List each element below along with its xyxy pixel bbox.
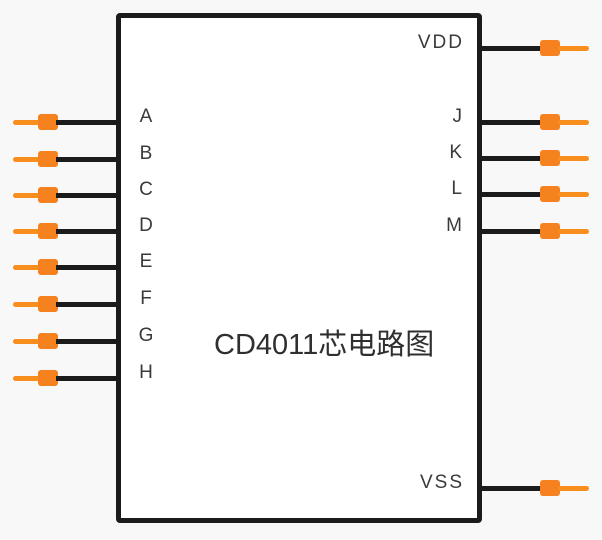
pin-connector xyxy=(540,223,560,239)
pin-connector xyxy=(38,223,58,239)
pin-label-vss: VSS xyxy=(419,472,464,493)
pin-label-b: B xyxy=(139,143,153,164)
pin-label-a: A xyxy=(139,106,153,127)
pin-wire xyxy=(56,264,118,270)
pin-label-g: G xyxy=(138,325,154,346)
pin-lead xyxy=(13,338,41,344)
pin-lead xyxy=(558,485,589,491)
pin-label-c: C xyxy=(139,179,153,200)
pin-wire xyxy=(56,301,118,307)
pin-lead xyxy=(558,45,589,51)
pin-lead xyxy=(558,191,589,197)
pin-label-f: F xyxy=(140,288,152,309)
pin-connector xyxy=(38,370,58,386)
pin-connector xyxy=(540,186,560,202)
pin-wire xyxy=(480,155,542,161)
pin-label-h: H xyxy=(139,362,153,383)
pin-connector xyxy=(38,259,58,275)
pin-lead xyxy=(558,119,589,125)
pin-lead xyxy=(13,192,41,198)
pin-lead xyxy=(13,228,41,234)
pin-label-m: M xyxy=(446,215,464,236)
pin-wire xyxy=(56,119,118,125)
pin-connector xyxy=(38,151,58,167)
pin-connector xyxy=(540,114,560,130)
pin-label-l: L xyxy=(451,178,464,199)
pin-connector xyxy=(38,114,58,130)
pin-connector xyxy=(540,40,560,56)
pin-label-j: J xyxy=(452,106,464,127)
chip-body xyxy=(116,13,482,523)
pin-lead xyxy=(558,228,589,234)
pin-wire xyxy=(480,119,542,125)
pin-connector xyxy=(38,296,58,312)
pin-wire xyxy=(480,45,542,51)
pin-lead xyxy=(13,301,41,307)
pin-connector xyxy=(38,333,58,349)
pin-wire xyxy=(56,338,118,344)
pin-label-d: D xyxy=(139,215,153,236)
pin-label-e: E xyxy=(139,251,153,272)
pin-wire xyxy=(56,192,118,198)
pin-connector xyxy=(540,150,560,166)
pin-lead xyxy=(558,155,589,161)
pin-wire xyxy=(56,156,118,162)
pin-label-k: K xyxy=(449,142,464,163)
pin-wire xyxy=(480,191,542,197)
pin-label-vdd: VDD xyxy=(417,32,464,53)
pin-connector xyxy=(38,187,58,203)
pin-lead xyxy=(13,119,41,125)
pin-wire xyxy=(480,485,542,491)
pin-lead xyxy=(13,156,41,162)
pin-lead xyxy=(13,264,41,270)
pin-lead xyxy=(13,375,41,381)
pin-wire xyxy=(56,228,118,234)
pin-connector xyxy=(540,480,560,496)
chip-title: CD4011芯电路图 xyxy=(214,329,435,361)
pin-wire xyxy=(56,375,118,381)
pin-wire xyxy=(480,228,542,234)
